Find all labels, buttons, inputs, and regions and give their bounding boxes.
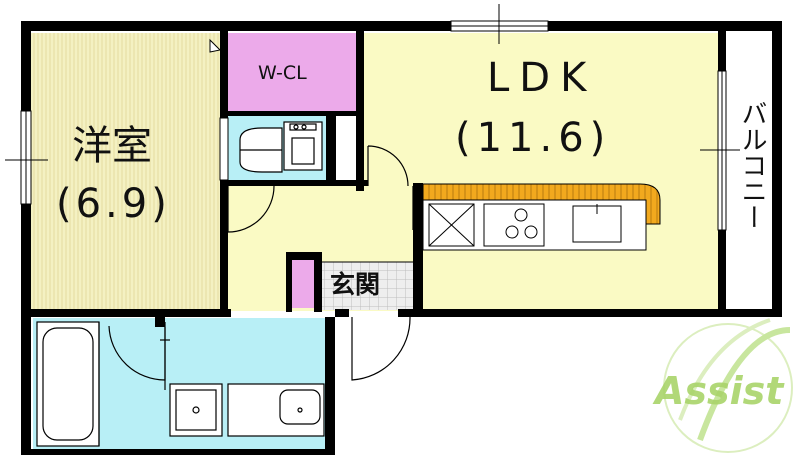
bath-fixtures xyxy=(36,321,325,447)
toilet-icon xyxy=(239,121,323,173)
western-room-name: 洋室 xyxy=(72,123,152,169)
closet-door-icon xyxy=(209,38,222,53)
walk-in-closet-floor xyxy=(228,33,356,111)
balcony-floor xyxy=(732,33,772,309)
western-room-floor xyxy=(31,33,220,309)
logo-text: Assist xyxy=(655,369,784,413)
walk-in-closet-label: W-CL xyxy=(258,62,307,84)
window-marks xyxy=(5,4,740,170)
balcony-label: バルコニー xyxy=(737,100,767,230)
ldk-name: LDK xyxy=(487,55,597,101)
storage-floor xyxy=(292,260,314,308)
western-room-size: (6.9) xyxy=(56,181,171,227)
ldk-size: (11.6) xyxy=(455,115,612,161)
entrance-floor xyxy=(321,262,413,310)
kitchen-counter xyxy=(422,183,661,251)
walls xyxy=(21,21,782,455)
logo-icon xyxy=(663,318,793,453)
doors xyxy=(108,145,414,381)
entrance-label: 玄関 xyxy=(330,270,381,299)
